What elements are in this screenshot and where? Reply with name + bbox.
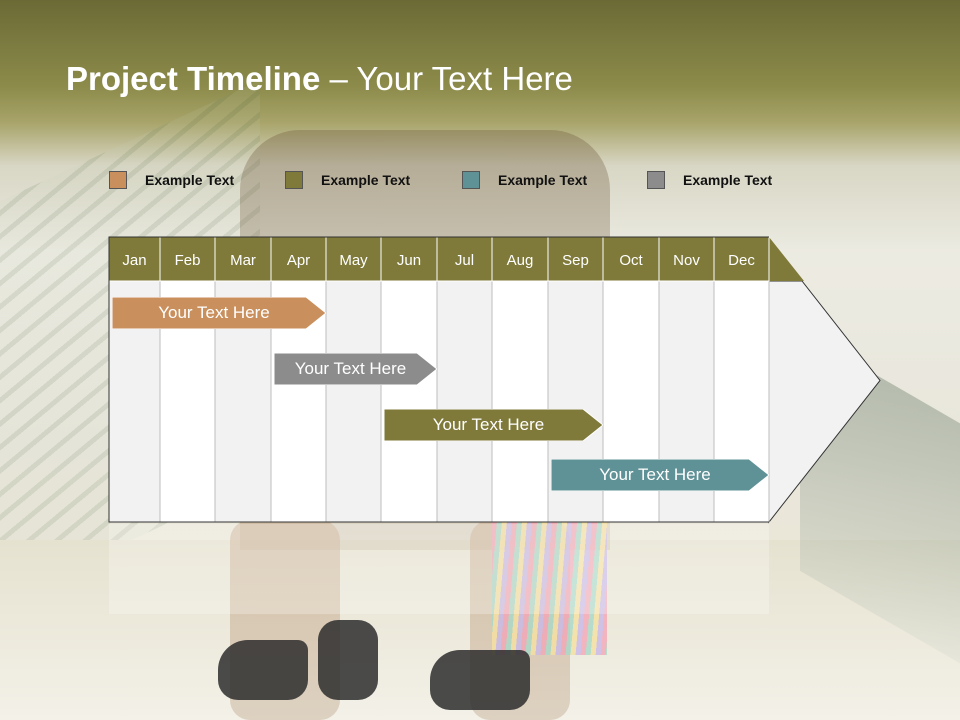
month-label: Oct: [619, 252, 643, 269]
legend-item: Example Text: [647, 170, 772, 190]
month-label: Aug: [507, 252, 534, 269]
legend-swatch: [285, 171, 303, 189]
shoe: [430, 650, 530, 710]
task-bar-label: Your Text Here: [599, 465, 711, 484]
month-header-cell: [602, 236, 660, 282]
task-bar[interactable]: Your Text Here: [274, 353, 437, 385]
month-header-cell: [380, 236, 438, 282]
month-header-cell: [214, 236, 272, 282]
shoe: [318, 620, 378, 700]
legend-item: Example Text: [462, 170, 587, 190]
legend-item: Example Text: [109, 170, 234, 190]
task-bar-label: Your Text Here: [158, 303, 270, 322]
legend-item: Example Text: [285, 170, 410, 190]
header-arrow-cap: [769, 237, 804, 281]
task-bar[interactable]: Your Text Here: [384, 409, 603, 441]
task-bar-shape: [112, 297, 326, 329]
month-column: [436, 280, 493, 523]
legend-label: Example Text: [321, 172, 411, 188]
legend-label: Example Text: [145, 172, 235, 188]
shoe: [218, 640, 308, 700]
month-label: Nov: [673, 252, 700, 269]
month-label: Sep: [562, 252, 589, 269]
task-bar-shape: [384, 409, 603, 441]
month-label: Jun: [397, 252, 421, 269]
legend-label: Example Text: [498, 172, 588, 188]
month-label: Jul: [455, 252, 474, 269]
month-column: [491, 280, 549, 523]
task-bar-label: Your Text Here: [432, 415, 545, 434]
legend-swatch: [109, 171, 127, 189]
month-header-cell: [491, 236, 549, 282]
chart-outline: [108, 236, 769, 523]
month-label: May: [339, 252, 368, 269]
task-bar[interactable]: Your Text Here: [551, 459, 769, 491]
task-bar-shape: [551, 459, 769, 491]
month-label: Mar: [230, 252, 256, 269]
task-bar-label: Your Text Here: [294, 359, 407, 378]
legend-swatch: [647, 171, 665, 189]
month-header-cell: [713, 236, 770, 282]
month-column: [380, 280, 438, 523]
month-column: [325, 280, 382, 523]
month-label: Dec: [728, 252, 755, 269]
month-label: Jan: [122, 252, 146, 269]
legend-swatch: [462, 171, 480, 189]
month-header-cell: [270, 236, 327, 282]
slide-title: Project Timeline – Your Text Here: [66, 60, 573, 97]
shopping-bag: [492, 520, 607, 655]
chart-reflection: [109, 524, 769, 614]
month-label: Feb: [175, 252, 201, 269]
month-header-cell: [325, 236, 382, 282]
month-label: Apr: [287, 252, 310, 269]
month-header-cell: [159, 236, 216, 282]
legend-label: Example Text: [683, 172, 773, 188]
task-bar-shape: [274, 353, 437, 385]
month-header-cell: [658, 236, 715, 282]
task-bar[interactable]: Your Text Here: [112, 297, 326, 329]
arrow-head: [768, 280, 881, 524]
